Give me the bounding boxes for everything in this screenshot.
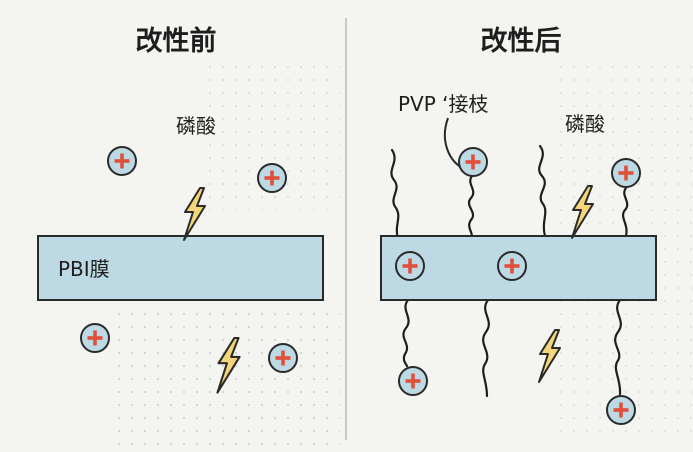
pvp-chain	[467, 174, 475, 240]
membrane-proton-ion-1	[395, 251, 425, 281]
pvp-chain	[621, 186, 629, 238]
pbi-membrane	[37, 235, 324, 301]
left-acid-label: 磷酸	[176, 114, 216, 138]
right-acid-label: 磷酸	[565, 112, 605, 136]
right-proton-ion-bottom-left	[398, 366, 428, 396]
right-proton-ion-top-right	[611, 158, 641, 188]
pvp-chain	[482, 298, 490, 398]
left-proton-ion-1	[107, 146, 137, 176]
pvp-chain	[538, 144, 547, 238]
right-panel-title: 改性后	[481, 26, 562, 57]
left-lightning-bolt-top	[183, 187, 206, 241]
left-proton-ion-2	[257, 163, 287, 193]
pvp-chain	[402, 298, 410, 368]
right-proton-ion-bottom-right	[606, 395, 636, 425]
pvp-graft-label: PVP ‘接枝	[398, 92, 489, 116]
right-proton-ion-graft	[458, 147, 488, 177]
right-lightning-bolt-bottom	[538, 329, 561, 383]
left-proton-ion-4	[268, 343, 298, 373]
pvp-chain	[614, 298, 622, 396]
left-proton-ion-3	[80, 323, 110, 353]
membrane-proton-ion-2	[497, 251, 527, 281]
pvp-chain	[390, 148, 400, 240]
left-panel-title: 改性前	[136, 25, 217, 57]
membrane-label: PBI膜	[58, 257, 110, 281]
